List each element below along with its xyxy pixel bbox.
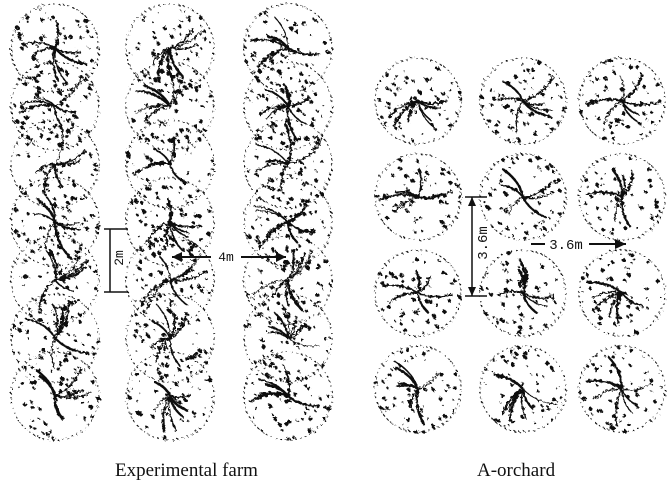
farm-tree-grid [10, 4, 332, 440]
farm-tree [126, 352, 214, 440]
experimental-farm-caption: Experimental farm [115, 460, 258, 482]
farm-tree [126, 4, 214, 92]
farm-row-spacing-label: 2m [112, 250, 127, 266]
orchard-tree [480, 154, 566, 240]
farm-tree [244, 352, 332, 440]
orchard-tree [578, 345, 665, 433]
orchard-tree [480, 346, 566, 432]
orchard-tree [579, 154, 665, 240]
farm-tree [126, 178, 214, 266]
orchard-tree [375, 154, 462, 240]
experimental-farm-panel: 2m 4m [10, 4, 332, 440]
orchard-tree [375, 250, 461, 336]
farm-tree [11, 352, 101, 440]
farm-column-spacing-label: 4m [218, 250, 234, 265]
farm-tree [126, 120, 215, 208]
farm-tree [11, 178, 100, 267]
orchard-row-spacing-label: 3.6m [476, 226, 492, 260]
orchard-tree [579, 250, 665, 336]
orchard-tree [374, 346, 461, 434]
orchard-tree [579, 58, 665, 144]
a-orchard-panel: 3.6m 3.6m [374, 58, 665, 434]
orchard-tree [375, 58, 462, 144]
orchard-column-spacing-label: 3.6m [549, 238, 583, 254]
farm-row-spacing-dimension: 2m [104, 229, 128, 292]
orchard-tree [479, 58, 567, 144]
farm-tree [126, 294, 214, 382]
farm-tree [244, 294, 332, 383]
orchard-row-spacing-dimension: 3.6m [465, 197, 492, 296]
a-orchard-caption: A-orchard [477, 460, 555, 482]
orchard-tree [479, 250, 566, 336]
farm-tree [244, 236, 332, 324]
